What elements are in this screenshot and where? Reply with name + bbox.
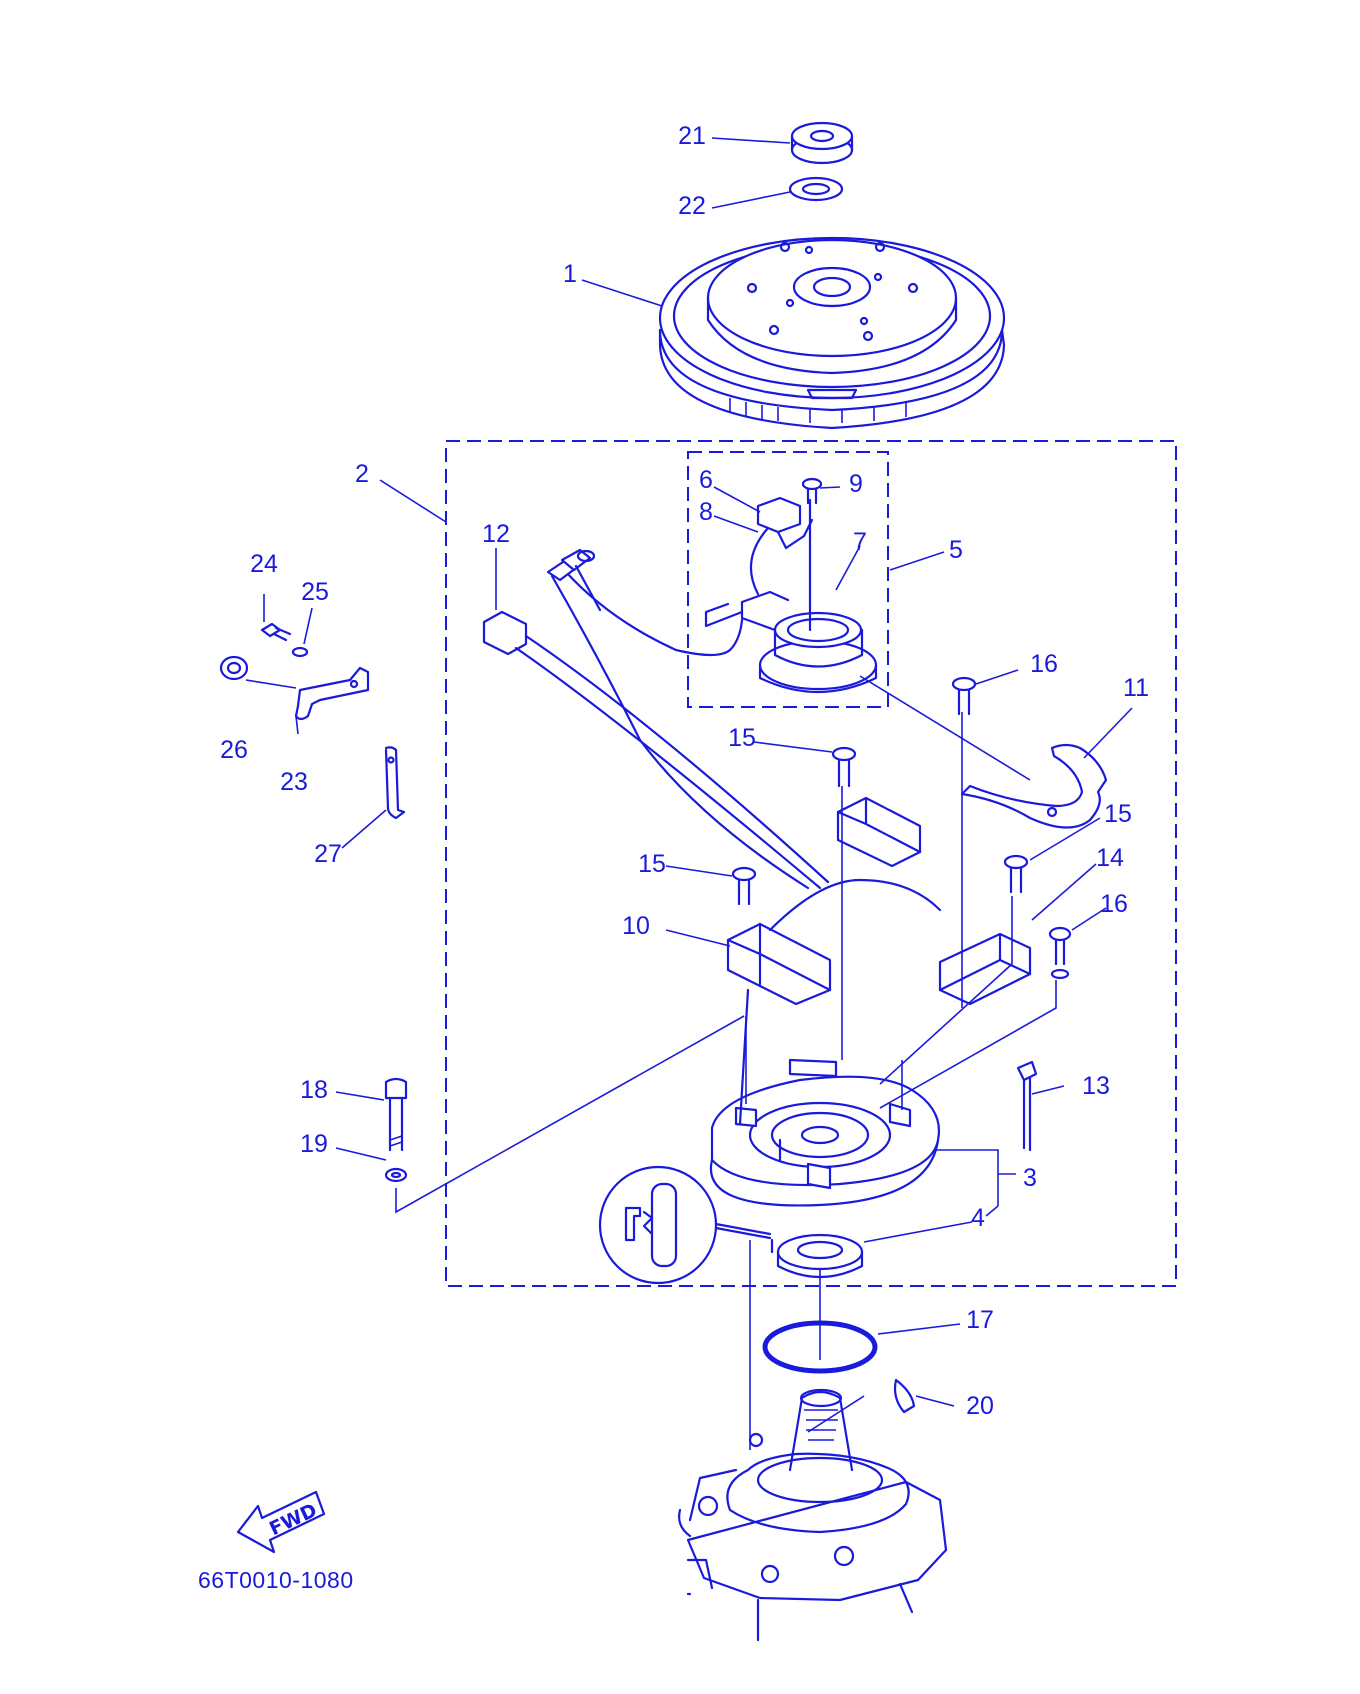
callout-11: 11 [1123,674,1149,702]
callout-27: 27 [314,840,342,868]
screw-15-left-part [731,866,757,906]
upper-coil-part [831,746,922,868]
callout-15: 15 [728,724,756,752]
base-plate-part [709,988,940,1207]
screw-16-upper-part [951,676,977,716]
washer-19-part [384,1167,408,1183]
callout-16: 16 [1030,650,1058,678]
callout-7: 7 [853,528,867,556]
forward-direction-icon: FWD [236,1490,326,1554]
callout-6: 6 [699,466,713,494]
callout-19: 19 [300,1130,328,1158]
drawing-number: 66T0010-1080 [198,1567,354,1593]
screw-15-right-part [1003,854,1029,894]
callout-1: 1 [563,260,577,288]
callout-4: 4 [971,1204,985,1232]
callout-26: 26 [220,736,248,764]
callout-12: 12 [482,520,510,548]
callout-25: 25 [301,578,329,606]
callout-22: 22 [678,192,706,220]
callout-2: 2 [355,460,369,488]
washer-top-part [788,176,844,202]
callout-10: 10 [622,912,650,940]
callout-23: 23 [280,768,308,796]
pulser-coil-part [704,477,878,694]
bolt-24-part [260,622,292,642]
callout-labels: 1234567891011121314151515161617181920212… [220,122,1149,1420]
lighting-coil-part [938,854,1072,1006]
callout-21: 21 [678,122,706,150]
charge-coil-part [726,866,942,1006]
callout-14: 14 [1096,844,1124,872]
flywheel-part [658,236,1006,430]
pulser-coil-boundary [687,451,889,708]
clip-part [384,746,406,820]
bushing-part [770,1233,864,1279]
screw-16-lower-part [1048,926,1072,980]
callout-20: 20 [966,1392,994,1420]
forward-label: FWD [266,1499,320,1540]
callout-5: 5 [949,536,963,564]
callout-15-3: 15 [638,850,666,878]
callout-3: 3 [1023,1164,1037,1192]
cable-tie-part [1016,1060,1038,1152]
screw-9-part [801,477,823,505]
grease-symbol-icon [598,1165,772,1285]
grommet-part [219,655,249,681]
woodruff-key-part [893,1378,916,1414]
callout-9: 9 [849,470,863,498]
retaining-ring-part [951,676,1108,829]
callout-17: 17 [966,1306,994,1334]
stator-assembly-boundary [445,440,1177,1287]
alignment-lines [395,675,1057,1450]
callout-13: 13 [1082,1072,1110,1100]
leader-lines [245,137,1133,1433]
bolt-18-part [384,1077,408,1152]
lead-holder-part [294,666,370,721]
screw-15-middle-part [831,746,857,788]
nut-part [790,121,854,165]
callout-16-2: 16 [1100,890,1128,918]
callout-18: 18 [300,1076,328,1104]
crankcase-part [678,1388,948,1642]
callout-24: 24 [250,550,278,578]
callout-15-2: 15 [1104,800,1132,828]
washer-25-part [291,646,309,658]
wire-harness-part [482,548,830,890]
callout-8: 8 [699,498,713,526]
